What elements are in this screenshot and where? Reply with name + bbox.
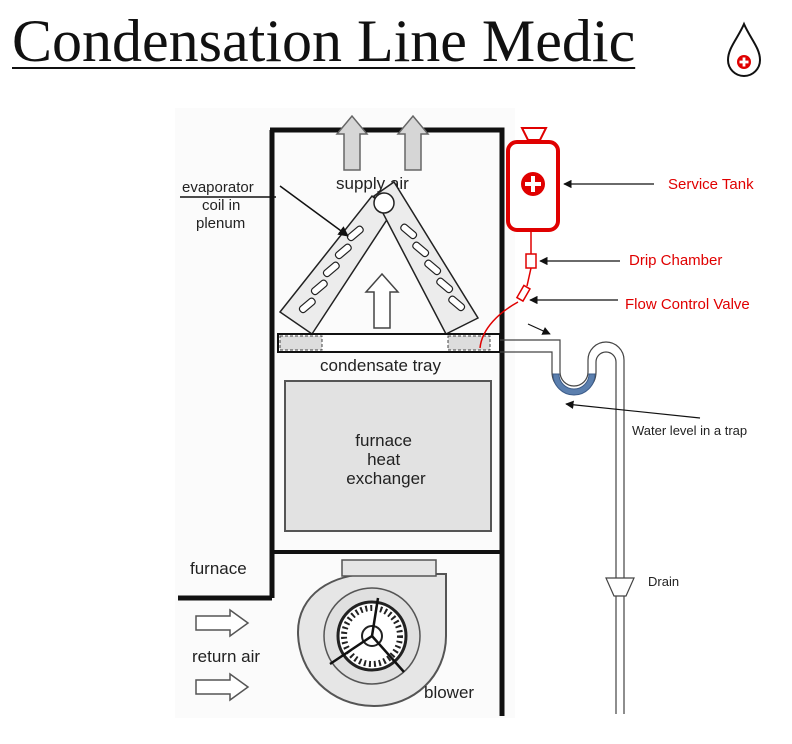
return-air-label: return air — [192, 647, 260, 666]
flow-direction-arrow — [527, 323, 551, 335]
flow-control-valve-label: Flow Control Valve — [625, 296, 750, 313]
condensate-tray-label: condensate tray — [320, 356, 441, 375]
blower-label: blower — [424, 683, 474, 702]
feed-line — [479, 301, 519, 349]
coil-fins — [298, 223, 466, 314]
drip-chamber-label: Drip Chamber — [629, 252, 722, 269]
drip-chamber — [525, 253, 537, 269]
heat-exchanger-label: furnace heat exchanger — [346, 431, 426, 488]
service-tank — [506, 127, 560, 232]
supply-air-arrows — [335, 114, 430, 171]
inner-air-arrow — [364, 272, 400, 329]
service-tank-label: Service Tank — [668, 176, 754, 193]
drain-pipe — [500, 339, 625, 714]
page-title: Condensation Line Medic — [12, 8, 636, 74]
drain-funnel — [605, 577, 635, 597]
blood-drop-plus-icon — [726, 21, 762, 77]
condensate-tray — [277, 333, 501, 353]
evaporator-leader — [279, 185, 349, 237]
water-level-arrow — [565, 400, 701, 419]
chamber-line — [526, 267, 532, 287]
return-air-arrows — [195, 608, 250, 702]
blower — [296, 559, 447, 708]
furnace-label: furnace — [190, 559, 247, 578]
water-level-label: Water level in a trap — [632, 423, 747, 438]
evaporator-label: evaporator coil in plenum — [182, 179, 258, 232]
heat-exchanger — [284, 380, 492, 532]
trap-water — [552, 373, 596, 396]
drain-label: Drain — [648, 574, 679, 589]
flow-control-valve — [515, 284, 531, 303]
